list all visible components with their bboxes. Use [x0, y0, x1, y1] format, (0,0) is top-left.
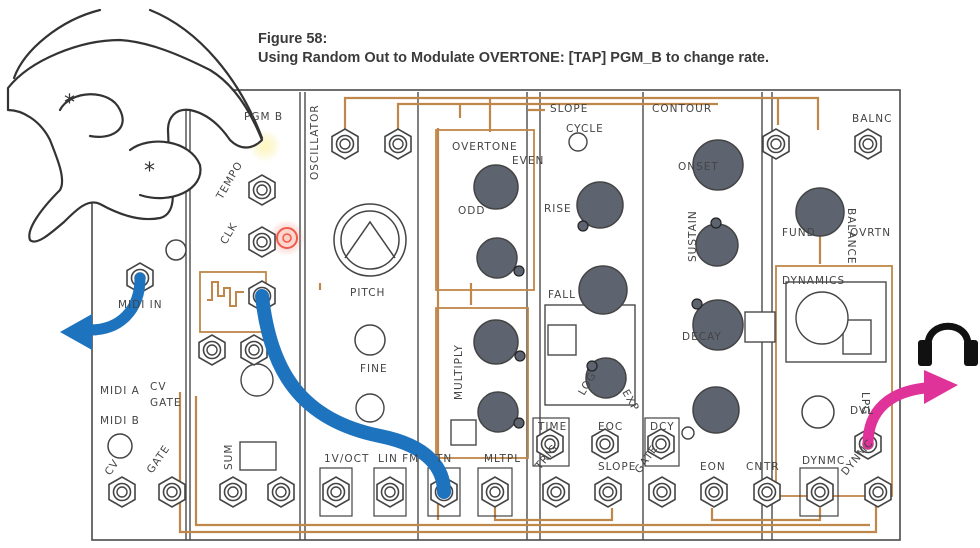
label-overtone: OVERTONE	[452, 141, 518, 153]
label-1v-oct: 1V/OCT	[324, 453, 369, 465]
label-eon: EON	[700, 461, 726, 473]
label-cn: CN	[746, 461, 763, 473]
label-oscillator: OSCILLATOR	[309, 104, 321, 180]
label-midi-in: MIDI IN	[118, 299, 163, 311]
label-pgm-b: PGM B	[244, 111, 283, 123]
label-slope: SLOPE	[550, 103, 588, 115]
label-eoc: EOC	[598, 421, 623, 433]
label-ovrtn: OVRTN	[850, 227, 891, 239]
label-cycle: CYCLE	[566, 123, 604, 135]
label-midi-a: MIDI A	[100, 385, 140, 397]
pitch-knob	[334, 204, 406, 276]
label-rise: RISE	[544, 203, 572, 215]
label-even: EVEN	[512, 155, 544, 167]
label-decay: DECAY	[682, 331, 722, 343]
label-midi-b: MIDI B	[100, 415, 140, 427]
label-slope-in: SLOPE	[598, 461, 636, 473]
label-tr: TR	[763, 461, 780, 473]
label-balnc: BALNC	[852, 113, 892, 125]
label-dvl: DVL	[850, 405, 874, 417]
label-contour: CONTOUR	[652, 103, 712, 115]
label-multiply: MULTIPLY	[453, 344, 465, 400]
label-onset: ONSET	[678, 161, 719, 173]
label-gate: GATE	[150, 397, 182, 409]
label-pitch: PITCH	[350, 287, 385, 299]
svg-text:*: *	[144, 159, 155, 184]
label-lin-fm: LIN FM	[378, 453, 419, 465]
label-cv: CV	[150, 381, 167, 393]
label-sustain: SUSTAIN	[687, 210, 699, 262]
label-mltpl: MLTPL	[484, 453, 521, 465]
label-fine: FINE	[360, 363, 388, 375]
label-dynmc: DYNMC	[802, 455, 845, 467]
label-fall: FALL	[548, 289, 576, 301]
label-time: TIME	[537, 421, 567, 433]
svg-text:*: *	[64, 91, 75, 116]
headphones-icon	[918, 326, 978, 366]
label-tn: TN	[435, 453, 452, 465]
label-dynamics: DYNAMICS	[782, 275, 845, 287]
label-sum: SUM	[223, 444, 235, 470]
label-fund: FUND	[782, 227, 816, 239]
label-dcy: DCY	[650, 421, 675, 433]
fine-knob	[355, 325, 385, 355]
label-odd: ODD	[458, 205, 485, 217]
